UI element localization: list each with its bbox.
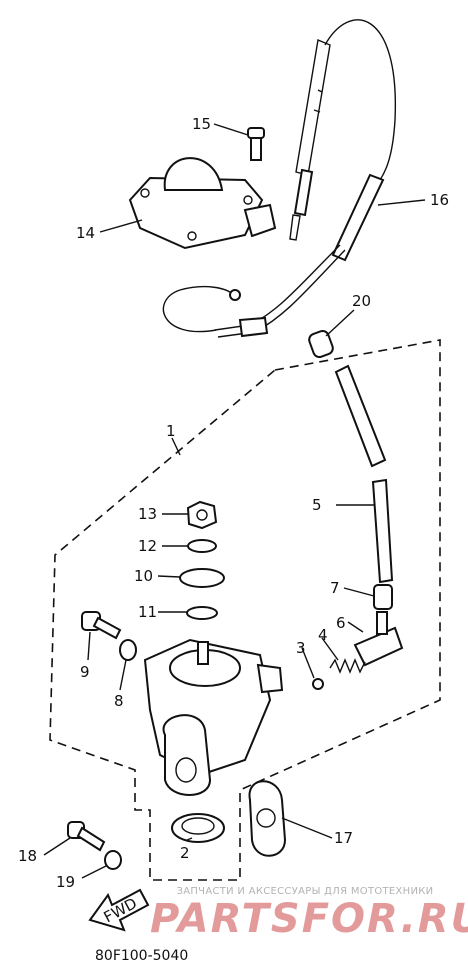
callout-11: 11 xyxy=(138,603,157,621)
callout-7: 7 xyxy=(330,579,340,597)
hose-upper xyxy=(334,364,387,468)
washer-11 xyxy=(186,606,218,620)
bolt-9 xyxy=(81,611,122,640)
pump-body xyxy=(143,638,284,796)
diaphragm-cover xyxy=(128,157,277,250)
watermark: ЗАПЧАСТИ И АКСЕССУАРЫ ДЛЯ МОТОТЕХНИКИ PA… xyxy=(150,886,468,942)
callout-6: 6 xyxy=(336,614,346,632)
callout-19: 19 xyxy=(56,873,75,891)
callout-10: 10 xyxy=(134,567,153,585)
oil-seal-2 xyxy=(171,813,225,843)
screw-15 xyxy=(247,127,265,161)
watermark-brand: PARTSFOR.RU xyxy=(150,896,468,942)
watermark-caption: ЗАПЧАСТИ И АКСЕССУАРЫ ДЛЯ МОТОТЕХНИКИ xyxy=(176,886,434,897)
callout-18: 18 xyxy=(18,847,37,865)
assembly-boundary-dashed xyxy=(49,339,441,881)
hose-lower xyxy=(371,478,394,584)
diagram-part-number: 80F100-5040 xyxy=(95,948,189,964)
callout-3: 3 xyxy=(296,639,306,657)
fitting-6 xyxy=(353,611,404,667)
washer-19 xyxy=(104,850,122,870)
callout-8: 8 xyxy=(114,692,124,710)
callout-20: 20 xyxy=(352,292,371,310)
washer-8 xyxy=(119,639,137,661)
spring-4 xyxy=(329,658,366,674)
callout-16: 16 xyxy=(430,191,449,209)
callout-5: 5 xyxy=(312,496,322,514)
callout-9: 9 xyxy=(80,663,90,681)
callout-12: 12 xyxy=(138,537,157,555)
cap-20 xyxy=(308,329,334,359)
gasket-17 xyxy=(248,780,287,857)
nut-13 xyxy=(186,500,218,530)
callout-14: 14 xyxy=(76,224,95,242)
cable-assembly xyxy=(162,19,396,338)
callout-1: 1 xyxy=(166,422,176,440)
clamp-7 xyxy=(373,584,393,610)
callout-15: 15 xyxy=(192,115,211,133)
washer-12 xyxy=(187,539,217,553)
callout-2: 2 xyxy=(180,844,190,862)
callout-17: 17 xyxy=(334,829,353,847)
callout-4: 4 xyxy=(318,626,328,644)
leader-lines xyxy=(43,123,426,879)
callout-13: 13 xyxy=(138,505,157,523)
diaphragm-10 xyxy=(179,568,225,588)
bolt-18 xyxy=(67,821,106,852)
ball-3 xyxy=(312,678,324,690)
fwd-arrow xyxy=(88,888,150,932)
